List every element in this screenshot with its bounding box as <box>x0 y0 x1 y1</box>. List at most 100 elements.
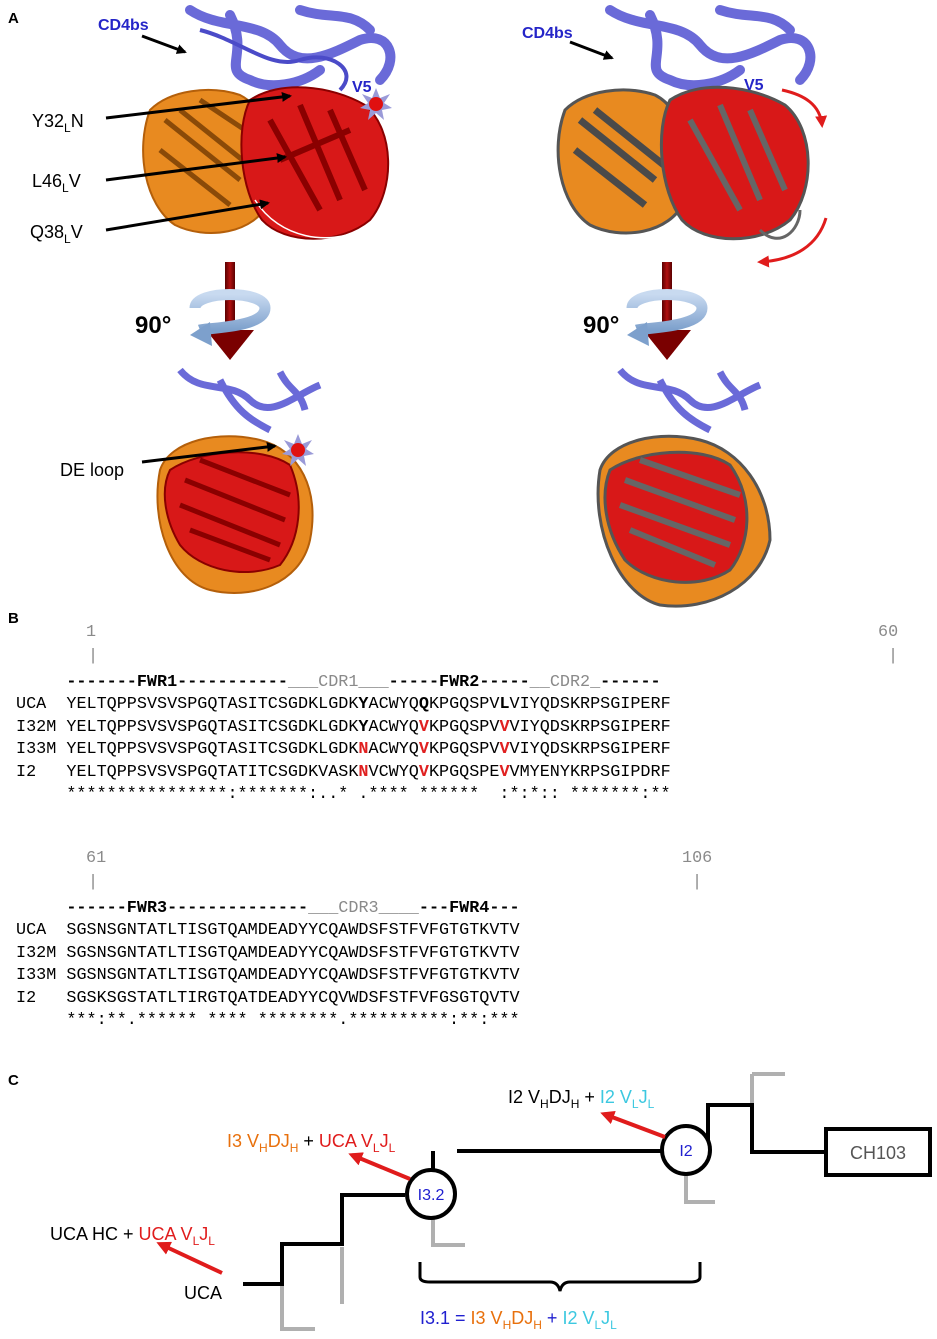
left-cd4bs-label: CD4bs <box>98 17 149 34</box>
block2-seq-seg: SGSNSGNTATLTISGTQAMDEADYYCQAWDSFSTFVFGTG… <box>66 921 520 941</box>
i2-annotation: I2 VHDJH + I2 VLJL <box>508 1087 655 1111</box>
block2-end-number: 106 <box>682 849 713 868</box>
block1-seq-seg: YELTQPPSVSVSPGQTATITCSGDKVASK <box>66 762 359 782</box>
block2-row-name: I32M <box>16 943 57 963</box>
mut-y32-label: Y32LN <box>32 111 84 135</box>
panel-label-b: B <box>8 610 19 627</box>
node-i3-2 <box>405 1168 457 1220</box>
block1-region-seg: ------- <box>66 673 137 692</box>
block1-seq-seg: N <box>358 740 369 760</box>
block1-seq-seg: VIYQDSKRPSGIPERF <box>509 717 671 737</box>
block2-region-line: ------FWR3--------------___CDR3____---FW… <box>16 898 520 920</box>
mut-q38-label: Q38LV <box>30 222 83 246</box>
block1-seq-seg: V <box>499 762 510 782</box>
i3-annotation: I3 VHDJH + UCA VLJL <box>227 1131 396 1155</box>
block1-region-seg: ----- <box>388 673 440 692</box>
block1-end-number: 60 <box>878 623 899 642</box>
uca-hc-annotation: UCA HC + UCA VLJL <box>50 1224 215 1248</box>
de-loop-label: DE loop <box>60 460 124 480</box>
block1-seq-seg: VCWYQ <box>368 762 419 782</box>
block2-row: I32M SGSNSGNTATLTISGTQAMDEADYYCQAWDSFSTF… <box>16 943 520 965</box>
block2-seq-seg: SGSNSGNTATLTISGTQAMDEADYYCQAWDSFSTFVFGTG… <box>66 943 520 963</box>
block2-row: I33M SGSNSGNTATLTISGTQAMDEADYYCQAWDSFSTF… <box>16 965 520 987</box>
ch103-label: CH103 <box>850 1143 906 1163</box>
block2-row-name: I33M <box>16 966 57 986</box>
i3-1-annotation: I3.1 = I3 VHDJH + I2 VLJL <box>420 1308 617 1332</box>
block1-region-seg: __CDR2_ <box>529 673 601 692</box>
tree-main-branches <box>243 1103 826 1286</box>
block1-seq-seg: YELTQPPSVSVSPGQTASITCSGDKLGDK <box>66 740 359 760</box>
block1-seq-seg: YELTQPPSVSVSPGQTASITCSGDKLGDK <box>66 717 359 737</box>
block2-start-number: 61 <box>86 849 107 868</box>
block1-row: I33M YELTQPPSVSVSPGQTASITCSGDKLGDKNACWYQ… <box>16 739 671 761</box>
block1-row-name: I2 <box>16 762 57 782</box>
block1-seq-seg: KPGQSPV <box>428 717 500 737</box>
block2-start-tick: | <box>88 873 99 892</box>
block1-end-tick: | <box>888 647 899 666</box>
block1-seq-seg: V <box>418 717 429 737</box>
block2-row: I2 SGSKSGSTATLTIRGTQATDEADYYCQVWDSFSTFVF… <box>16 988 520 1010</box>
right-rotation-label: 90° <box>583 312 619 339</box>
block1-region-line: -------FWR1-----------___CDR1___-----FWR… <box>16 672 671 694</box>
right-rotation-arrow <box>626 262 708 360</box>
block1-seq-seg: Q <box>418 695 429 715</box>
block1-seq-seg: VIYQDSKRPSGIPERF <box>509 695 671 715</box>
block1-consensus: ****************:*******:..* .**** *****… <box>66 785 671 805</box>
left-rotation-arrow <box>189 262 271 360</box>
block1-row: I32M YELTQPPSVSVSPGQTASITCSGDKLGDKYACWYQ… <box>16 717 671 739</box>
block1-seq-seg: Y <box>358 717 369 737</box>
block1-region-seg: ------ <box>600 673 661 692</box>
panel-c-tree: I3.2 I2 CH103 UCA UCA HC + UCA VLJL I3 V… <box>50 1072 932 1332</box>
right-top-structure <box>556 5 828 268</box>
block1-seq-seg: N <box>358 762 369 782</box>
block1-seq-seg: ACWYQ <box>368 695 419 715</box>
block1-region-seg: FWR2 <box>439 673 480 692</box>
block1-seq-seg: VMYENYKRPSGIPDRF <box>509 762 671 782</box>
left-top-structure <box>142 5 396 240</box>
uca-label: UCA <box>184 1283 222 1303</box>
alignment-block-1-rows: -------FWR1-----------___CDR1___-----FWR… <box>16 672 671 806</box>
ch103-box <box>824 1127 932 1177</box>
block1-region-seg: ----- <box>479 673 530 692</box>
block1-region-seg: ----------- <box>177 673 288 692</box>
block2-region-seg: --- <box>489 899 520 918</box>
block1-start-tick: | <box>88 647 99 666</box>
block2-region-seg: ___CDR3____ <box>308 899 419 918</box>
block1-seq-seg: V <box>418 740 429 760</box>
left-bottom-structure <box>156 367 322 594</box>
block1-seq-seg: YELTQPPSVSVSPGQTASITCSGDKLGDK <box>66 695 359 715</box>
alignment-block-2-rows: ------FWR3--------------___CDR3____---FW… <box>16 898 520 1032</box>
right-cd4bs-label: CD4bs <box>522 25 573 42</box>
panel-label-a: A <box>8 10 19 27</box>
node-i3-2-label: I3.2 <box>418 1187 445 1204</box>
block1-region-seg: FWR1 <box>136 673 178 692</box>
block1-region-seg: ___CDR1___ <box>287 673 389 692</box>
block2-region-seg: FWR4 <box>449 899 490 918</box>
block1-seq-seg: V <box>499 740 510 760</box>
block1-row-name: UCA <box>16 695 57 715</box>
block2-seq-seg: SGSKSGSTATLTIRGTQATDEADYYCQVWDSFSTFVFGSG… <box>66 988 520 1008</box>
block1-seq-seg: V <box>499 717 510 737</box>
block1-seq-seg: Y <box>358 695 369 715</box>
mut-l46-label: L46LV <box>32 171 81 195</box>
block2-row-name: UCA <box>16 921 57 941</box>
block1-seq-seg: KPGQSPV <box>428 740 500 760</box>
block2-row-name: I2 <box>16 988 57 1008</box>
block2-row: UCA SGSNSGNTATLTISGTQAMDEADYYCQAWDSFSTFV… <box>16 920 520 942</box>
block2-region-seg: -------------- <box>167 899 309 918</box>
right-bottom-structure <box>596 367 772 608</box>
block1-row-name: I33M <box>16 740 57 760</box>
block1-row-name: I32M <box>16 717 57 737</box>
block1-seq-seg: ACWYQ <box>368 717 419 737</box>
left-v5-label: V5 <box>352 79 372 96</box>
block1-seq-seg: V <box>418 762 429 782</box>
left-rotation-label: 90° <box>135 312 171 339</box>
block2-region-seg: --- <box>418 899 450 918</box>
block1-seq-seg: ACWYQ <box>368 740 419 760</box>
block2-seq-seg: SGSNSGNTATLTISGTQAMDEADYYCQAWDSFSTFVFGTG… <box>66 966 520 986</box>
panel-a-figure: CD4bs V5 Y32LN L46LV Q38LV 90° DE loop C… <box>30 5 828 608</box>
block1-seq-seg: KPGQSPV <box>428 695 500 715</box>
panel-label-c: C <box>8 1072 19 1089</box>
node-i2-label: I2 <box>679 1143 692 1160</box>
node-i2 <box>660 1124 712 1176</box>
